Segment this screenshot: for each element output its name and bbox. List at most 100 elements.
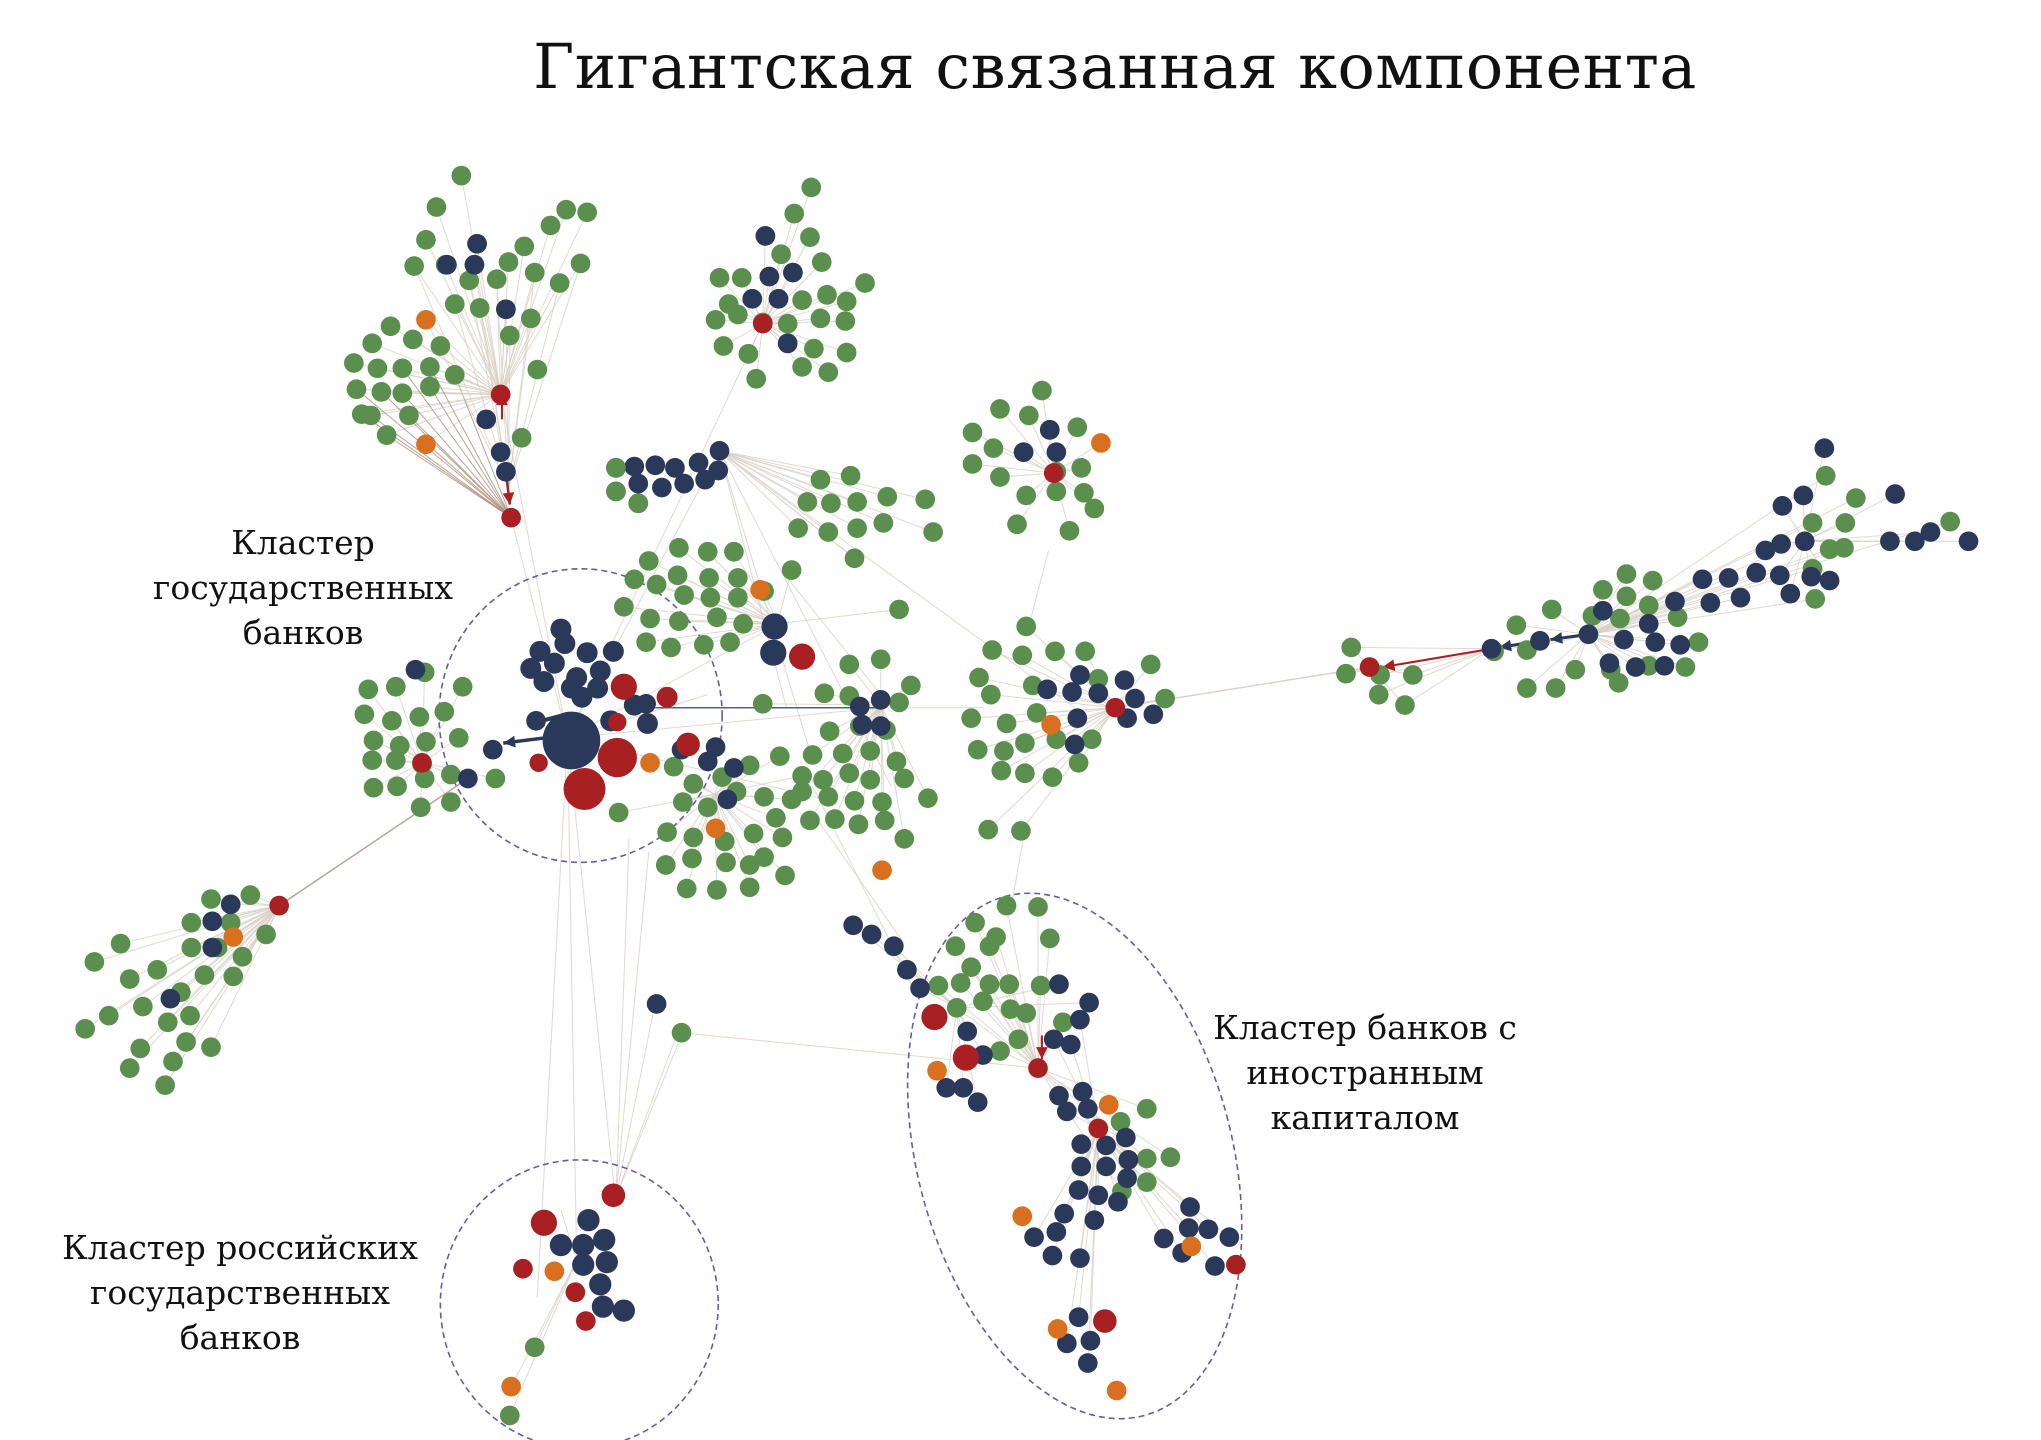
node <box>847 518 867 539</box>
node <box>952 1044 980 1071</box>
node <box>889 599 909 620</box>
node <box>1688 632 1709 653</box>
node <box>556 199 577 220</box>
node <box>1801 566 1822 587</box>
node <box>84 952 105 972</box>
edge <box>536 737 568 1298</box>
node <box>1068 1180 1089 1200</box>
node <box>1645 632 1666 653</box>
node <box>1011 821 1031 841</box>
node <box>821 493 841 514</box>
edge <box>1020 707 1116 832</box>
node <box>1060 1034 1081 1055</box>
node <box>844 548 865 569</box>
edge <box>454 303 502 395</box>
edge <box>508 318 532 488</box>
node <box>724 541 744 562</box>
node <box>147 960 168 980</box>
node <box>409 707 430 727</box>
node <box>1015 733 1035 753</box>
node <box>1070 665 1090 685</box>
node <box>874 810 895 831</box>
node <box>813 769 833 790</box>
node <box>1593 600 1613 621</box>
node <box>1940 511 1961 532</box>
node <box>565 1282 586 1303</box>
node <box>1815 465 1836 486</box>
page-title: Гигантская связанная компонента <box>533 30 1697 103</box>
edge <box>454 374 512 518</box>
node <box>777 313 798 334</box>
node <box>1080 1330 1101 1351</box>
node <box>452 676 473 697</box>
edge <box>386 434 512 519</box>
node <box>608 712 627 732</box>
edge <box>1037 1067 1147 1110</box>
node <box>1114 670 1135 691</box>
node <box>1616 564 1637 584</box>
node <box>1018 405 1039 426</box>
node <box>946 998 967 1018</box>
node <box>464 254 485 275</box>
edge <box>848 704 882 774</box>
node <box>542 711 601 770</box>
node <box>752 313 773 334</box>
node <box>852 714 873 735</box>
node <box>476 409 497 430</box>
node <box>720 632 740 653</box>
node <box>788 518 808 539</box>
node <box>652 477 672 498</box>
node <box>1098 1095 1119 1115</box>
node <box>420 376 440 397</box>
node <box>240 885 261 905</box>
label-line: иностранным <box>1246 1053 1484 1092</box>
node <box>754 787 774 807</box>
node <box>1667 607 1688 628</box>
node <box>520 308 541 329</box>
node <box>843 915 864 936</box>
node <box>918 788 938 808</box>
node <box>894 768 915 789</box>
node <box>1106 1380 1127 1401</box>
edge <box>719 450 799 529</box>
node <box>1075 641 1096 662</box>
node <box>430 336 451 356</box>
node <box>458 768 478 789</box>
node <box>656 686 678 708</box>
node <box>1007 514 1027 535</box>
node <box>1565 659 1586 680</box>
node <box>777 333 798 354</box>
node <box>766 807 786 828</box>
edge <box>129 905 280 1069</box>
node <box>669 611 689 632</box>
node <box>811 252 832 272</box>
node <box>181 937 202 958</box>
node <box>783 262 803 283</box>
node <box>1616 586 1637 607</box>
edge <box>762 300 847 325</box>
node <box>1016 1003 1037 1023</box>
node <box>697 797 718 818</box>
edge <box>1011 829 1026 905</box>
node <box>839 654 860 675</box>
nodes-layer <box>75 165 1979 1426</box>
edge <box>1097 1128 1230 1238</box>
node <box>953 1077 974 1098</box>
node <box>1084 498 1105 519</box>
arrow-head <box>1036 1047 1048 1059</box>
node <box>232 946 253 967</box>
node <box>1054 1203 1075 1224</box>
node <box>1805 589 1826 609</box>
node <box>835 311 856 331</box>
node <box>728 568 748 588</box>
node <box>1880 531 1900 552</box>
label-line: банков <box>242 613 364 652</box>
node <box>1755 540 1776 561</box>
node <box>133 996 153 1017</box>
node <box>818 362 839 383</box>
node <box>367 358 388 379</box>
node <box>700 587 721 608</box>
arrow-head <box>502 492 515 505</box>
node <box>1047 1319 1068 1339</box>
